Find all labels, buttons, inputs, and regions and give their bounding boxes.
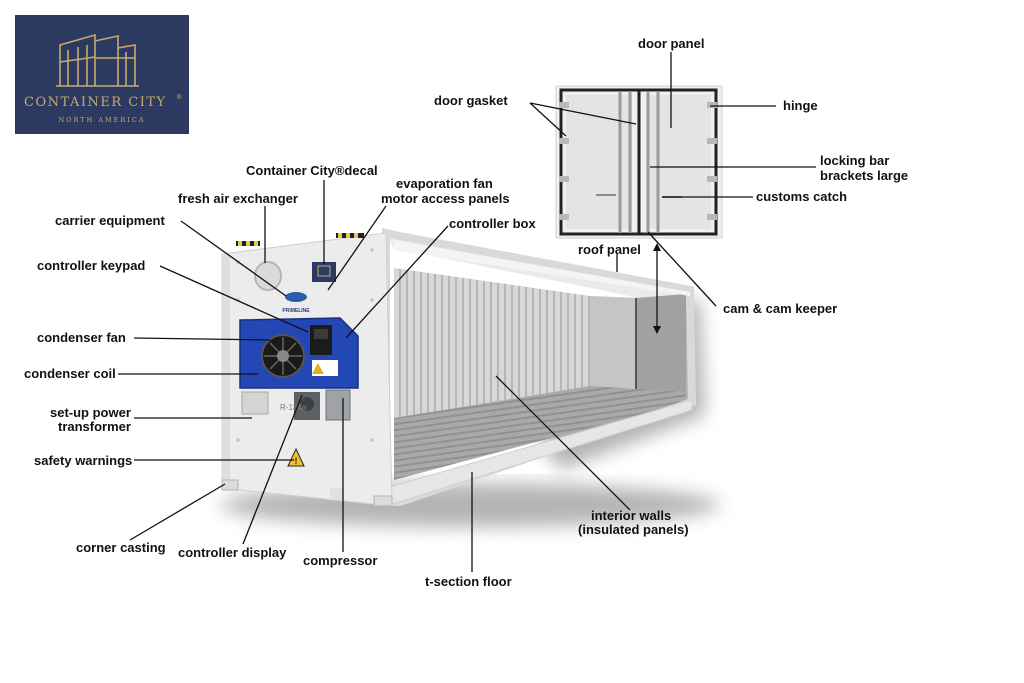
label-set-up-power: set-up power bbox=[50, 405, 131, 420]
label-condenser-coil: condenser coil bbox=[24, 366, 116, 381]
label-controller-display: controller display bbox=[178, 545, 287, 560]
safety-warning-icon bbox=[287, 447, 305, 467]
label-locking-bar: locking bar bbox=[820, 153, 889, 168]
refrigerant-label: R-134a bbox=[280, 403, 307, 412]
label-decal: Container City®decal bbox=[246, 163, 378, 178]
label-compressor: compressor bbox=[303, 553, 377, 568]
hinge-icons bbox=[559, 102, 717, 220]
building-icon bbox=[56, 33, 139, 87]
right-door-panel bbox=[646, 95, 711, 229]
label-brackets-large: brackets large bbox=[820, 168, 908, 183]
label-controller-box: controller box bbox=[449, 216, 536, 231]
label-condenser-fan: condenser fan bbox=[37, 330, 126, 345]
container-city-logo: CONTAINER CITY ® NORTH AMERICA bbox=[15, 15, 189, 134]
svg-text:!: ! bbox=[295, 456, 298, 466]
label-safety-warnings: safety warnings bbox=[34, 453, 132, 468]
label-corner-casting: corner casting bbox=[76, 540, 166, 555]
interior-walls bbox=[394, 268, 590, 418]
label-carrier-equipment: carrier equipment bbox=[55, 213, 165, 228]
setup-power-transformer bbox=[241, 391, 269, 415]
logo-brand-text: CONTAINER CITY bbox=[24, 95, 167, 110]
controller-keypad bbox=[314, 329, 328, 339]
label-t-section-floor: t-section floor bbox=[425, 574, 512, 589]
callout-labels: door panel door gasket hinge locking bar… bbox=[24, 36, 908, 589]
carrier-logo bbox=[285, 292, 307, 302]
label-insulated-panels: (insulated panels) bbox=[578, 522, 689, 537]
label-transformer: transformer bbox=[58, 419, 131, 434]
label-controller-keypad: controller keypad bbox=[37, 258, 145, 273]
container-doors bbox=[555, 85, 723, 239]
t-section-floor bbox=[394, 386, 686, 480]
container-city-decal bbox=[312, 262, 336, 282]
fresh-air-exchanger bbox=[254, 261, 282, 291]
label-interior-walls: interior walls bbox=[591, 508, 671, 523]
corner-casting bbox=[221, 479, 239, 491]
label-customs-catch: customs catch bbox=[756, 189, 847, 204]
compressor bbox=[325, 389, 351, 421]
logo-trademark: ® bbox=[176, 93, 185, 101]
container-body: PRIMELINE R-134a ! bbox=[221, 228, 697, 507]
logo-region-text: NORTH AMERICA bbox=[58, 116, 145, 124]
label-roof-panel: roof panel bbox=[578, 242, 641, 257]
leader-lines bbox=[118, 52, 816, 572]
primeline-badge: PRIMELINE bbox=[282, 308, 310, 314]
logo-background bbox=[15, 15, 189, 134]
label-fresh-air-exchanger: fresh air exchanger bbox=[178, 191, 298, 206]
hazard-stripes bbox=[236, 233, 364, 246]
label-motor-access-panels: motor access panels bbox=[381, 191, 510, 206]
left-door-panel bbox=[566, 95, 632, 229]
label-evaporation-fan: evaporation fan bbox=[396, 176, 493, 191]
label-hinge: hinge bbox=[783, 98, 818, 113]
label-cam-keeper: cam & cam keeper bbox=[723, 301, 837, 316]
label-door-gasket: door gasket bbox=[434, 93, 508, 108]
label-door-panel: door panel bbox=[638, 36, 704, 51]
